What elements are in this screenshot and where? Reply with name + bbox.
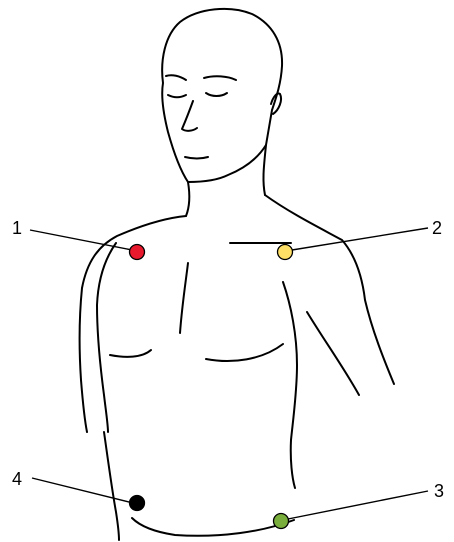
electrode-4-black [130, 496, 145, 511]
left-inner-arm [97, 243, 116, 432]
left-lower-torso [104, 432, 119, 540]
neck-left [186, 182, 189, 216]
mouth [185, 157, 208, 159]
electrode-3-green [274, 514, 289, 529]
left-eye [168, 95, 186, 97]
left-pectoral [110, 350, 151, 357]
right-eyebrow [204, 76, 236, 80]
right-torso-side [283, 282, 297, 488]
electrode-label-4: 4 [12, 469, 22, 489]
leader-line-1 [30, 230, 132, 250]
nose [182, 101, 197, 131]
waist-line [132, 518, 294, 536]
electrode-label-1: 1 [12, 218, 22, 238]
leader-line-3 [288, 491, 428, 519]
leader-line-2 [292, 228, 428, 250]
electrode-1-red [130, 245, 145, 260]
right-eye [206, 93, 227, 96]
electrode-label-2: 2 [432, 218, 442, 238]
electrode-2-yellow [278, 245, 293, 260]
sternum-line [180, 263, 188, 333]
neck-right [263, 145, 266, 195]
left-eyebrow [166, 75, 186, 80]
right-pectoral [206, 344, 283, 361]
right-shoulder-arm [265, 195, 394, 384]
right-inner-arm [307, 312, 359, 395]
electrode-label-3: 3 [434, 481, 444, 501]
leader-line-4 [32, 478, 133, 503]
torso-outline [80, 9, 394, 540]
